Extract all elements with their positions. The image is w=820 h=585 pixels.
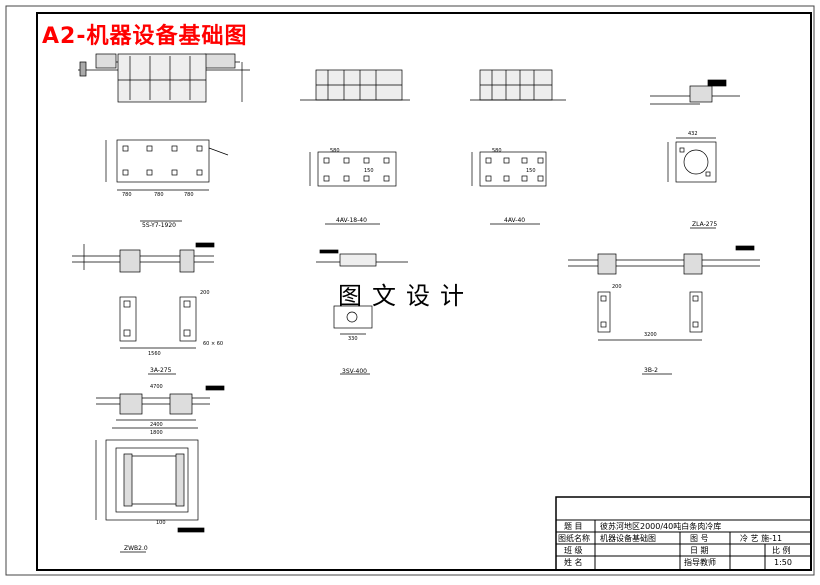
dim-150-b: 150 [526, 168, 536, 174]
dim-200-a: 200 [200, 290, 210, 296]
caption-3a-275: 3A-275 [150, 367, 172, 374]
view-5s-y7-1920 [78, 53, 250, 222]
watermark-text: 图文设计 [338, 282, 474, 310]
dim-100: 100 [156, 520, 166, 526]
dim-60x60-a: 60 × 60 [203, 341, 223, 347]
view-zwb2-0-plan [95, 439, 205, 553]
tb-drawing-no-label: 图 号 [690, 534, 709, 543]
tb-scale-label: 比 例 [772, 545, 791, 555]
tb-scale-value: 1:50 [774, 558, 792, 567]
dim-432: 432 [688, 131, 698, 137]
tb-project-value: 彼苏河地区2000/40吨白条肉冷库 [600, 521, 721, 531]
view-3sv-400 [316, 249, 408, 375]
dim-200-b: 200 [612, 284, 622, 290]
drawing-title: A2-机器设备基础图 [42, 24, 248, 49]
view-3b-2 [568, 245, 760, 375]
tb-drawing-name-label: 图纸名称 [558, 533, 590, 543]
caption-4av-18-40: 4AV-18-40 [336, 217, 367, 224]
tb-drawing-no-value: 冷 艺 施-11 [740, 533, 782, 543]
title-block [555, 496, 812, 571]
caption-zla-275: ZLA-275 [692, 221, 717, 228]
tb-class-label: 班 级 [564, 545, 583, 555]
tb-project-label: 题 目 [564, 522, 583, 531]
view-4av-18-40 [300, 69, 410, 225]
tb-name-label: 姓 名 [564, 557, 583, 567]
dim-580-a: 580 [330, 148, 340, 154]
tb-drawing-name-value: 机器设备基础图 [600, 533, 656, 543]
tb-date-label: 日 期 [690, 546, 709, 555]
outer-frame [5, 5, 815, 576]
dim-150-a: 150 [364, 168, 374, 174]
dim-3200: 3200 [644, 332, 657, 338]
dim-780-a: 780 [122, 192, 132, 198]
inner-border [36, 12, 812, 571]
dim-1560: 1560 [148, 351, 161, 357]
dim-1800: 1800 [150, 430, 163, 436]
view-zwb2-0-section [96, 385, 225, 429]
caption-5s-y7-1920: 5S-Y7-1920 [142, 222, 176, 229]
dim-4700: 4700 [150, 384, 163, 390]
caption-zwb2-0: ZWB2.0 [124, 545, 148, 552]
dim-580-b: 580 [492, 148, 502, 154]
caption-3sv-400: 3SV-400 [342, 368, 367, 375]
view-zla-275 [650, 79, 740, 229]
view-3a-275 [72, 242, 215, 375]
tb-advisor-label: 指导教师 [684, 557, 716, 567]
dim-780-c: 780 [184, 192, 194, 198]
dim-330-a: 330 [348, 336, 358, 342]
dim-780-b: 780 [154, 192, 164, 198]
caption-4av-40: 4AV-40 [504, 217, 525, 224]
caption-3b-2: 3B-2 [644, 367, 658, 374]
dim-2400: 2400 [150, 422, 163, 428]
view-4av-40 [470, 69, 566, 225]
